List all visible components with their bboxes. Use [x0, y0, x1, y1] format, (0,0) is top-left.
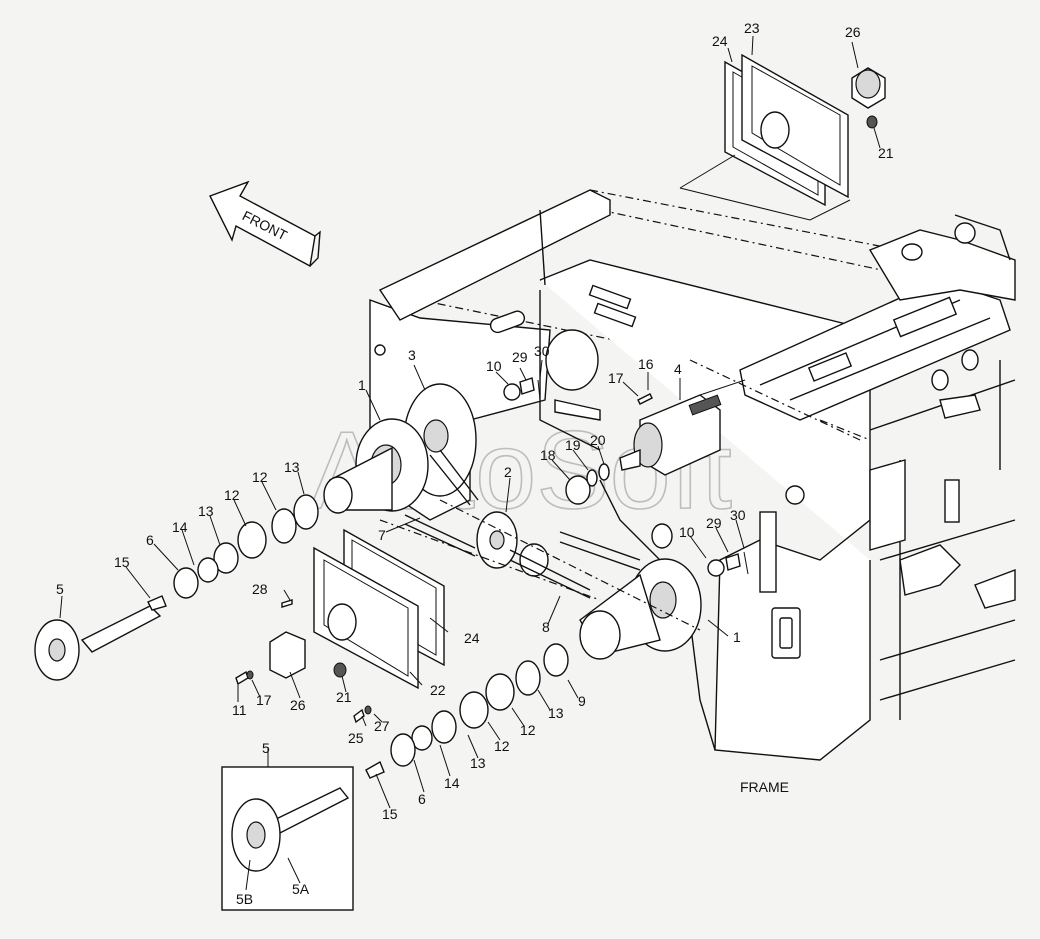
callout-24-lower: 24 — [464, 630, 480, 646]
nut-29-right — [725, 553, 741, 571]
nut-21-lower — [333, 662, 347, 678]
drive-motor-4 — [619, 379, 746, 476]
part-18 — [565, 475, 591, 505]
callout-labels: 24 23 26 21 3 10 29 30 16 17 4 1 18 19 2… — [56, 20, 894, 907]
callout-10-right: 10 — [679, 524, 695, 540]
callout-18: 18 — [540, 447, 556, 463]
callout-25: 25 — [348, 730, 364, 746]
callout-26-lower: 26 — [290, 697, 306, 713]
callout-7: 7 — [378, 527, 386, 543]
callout-15-b: 15 — [382, 806, 398, 822]
cover-plate-23-top — [741, 53, 849, 199]
washer-17-lower — [246, 670, 254, 680]
callout-5B: 5B — [236, 891, 253, 907]
nut-29-top — [519, 377, 535, 395]
callout-6-a: 6 — [146, 532, 154, 548]
pin-28 — [281, 599, 293, 608]
callout-20: 20 — [590, 432, 606, 448]
sprocket-hub-1-left — [323, 418, 429, 514]
callout-21-lower: 21 — [336, 689, 352, 705]
bolt-17-top — [637, 393, 653, 405]
callout-12-c: 12 — [520, 722, 536, 738]
callout-29-right: 29 — [706, 515, 722, 531]
callout-14-a: 14 — [172, 519, 188, 535]
cotter-30-right — [743, 551, 749, 575]
sprocket-hub-1-right — [579, 558, 702, 660]
callout-12-d: 12 — [494, 738, 510, 754]
callout-28: 28 — [252, 581, 268, 597]
callout-21-top: 21 — [878, 145, 894, 161]
chain-7 — [404, 449, 479, 557]
callout-12-b: 12 — [224, 487, 240, 503]
callout-8: 8 — [542, 619, 550, 635]
part-20 — [598, 463, 610, 481]
nut-21-top — [866, 115, 878, 129]
callout-5-a: 5 — [56, 581, 64, 597]
callout-13-a: 13 — [284, 459, 300, 475]
part-10-ring — [651, 523, 673, 549]
callout-12-a: 12 — [252, 469, 268, 485]
cotter-30-top — [537, 379, 541, 401]
callout-6-b: 6 — [418, 791, 426, 807]
bearing-stack-left — [173, 494, 319, 599]
part-19 — [586, 469, 598, 487]
cover-plate-22 — [313, 546, 419, 690]
bearing-stack-right — [365, 643, 569, 779]
callout-3: 3 — [408, 347, 416, 363]
callout-10-top: 10 — [486, 358, 502, 374]
callout-1-left: 1 — [358, 377, 366, 393]
axle-5-detail-box — [221, 766, 354, 911]
callout-29-top: 29 — [512, 349, 528, 365]
front-direction-arrow: FRONT — [209, 180, 321, 268]
callout-19: 19 — [565, 437, 581, 453]
callout-23: 23 — [744, 20, 760, 36]
leader-lines — [59, 35, 881, 891]
washer-10-top — [503, 383, 521, 401]
plate-26-lower — [269, 631, 306, 679]
callout-13-c: 13 — [548, 705, 564, 721]
callout-26-top: 26 — [845, 24, 861, 40]
callout-27: 27 — [374, 718, 390, 734]
callout-16: 16 — [638, 356, 654, 372]
washer-10-right — [707, 559, 725, 577]
bolt-11 — [235, 670, 249, 686]
callout-22: 22 — [430, 682, 446, 698]
callout-4: 4 — [674, 361, 682, 377]
callout-2: 2 — [504, 464, 512, 480]
callout-13-d: 13 — [470, 755, 486, 771]
callout-14-b: 14 — [444, 775, 460, 791]
frame-label: FRAME — [740, 779, 789, 795]
chain-8 — [509, 531, 641, 599]
washer-27 — [364, 705, 372, 715]
callout-13-b: 13 — [198, 503, 214, 519]
callout-5-b: 5 — [262, 740, 270, 756]
callout-11: 11 — [232, 702, 247, 718]
cover-hole — [760, 111, 790, 149]
spacer-9 — [543, 643, 569, 677]
callout-9: 9 — [578, 693, 586, 709]
callout-24-top: 24 — [712, 33, 728, 49]
callout-17-top: 17 — [608, 370, 624, 386]
callout-15-a: 15 — [114, 554, 130, 570]
callout-30-top: 30 — [534, 343, 550, 359]
lower-access-cover-group — [235, 528, 445, 724]
callout-1-right: 1 — [733, 629, 741, 645]
callout-30-right: 30 — [730, 507, 746, 523]
callout-17-lower: 17 — [256, 692, 272, 708]
callout-5A: 5A — [292, 881, 310, 897]
top-access-cover-group — [679, 53, 886, 221]
axle-5-left — [34, 595, 167, 681]
bolt-25 — [353, 708, 365, 724]
